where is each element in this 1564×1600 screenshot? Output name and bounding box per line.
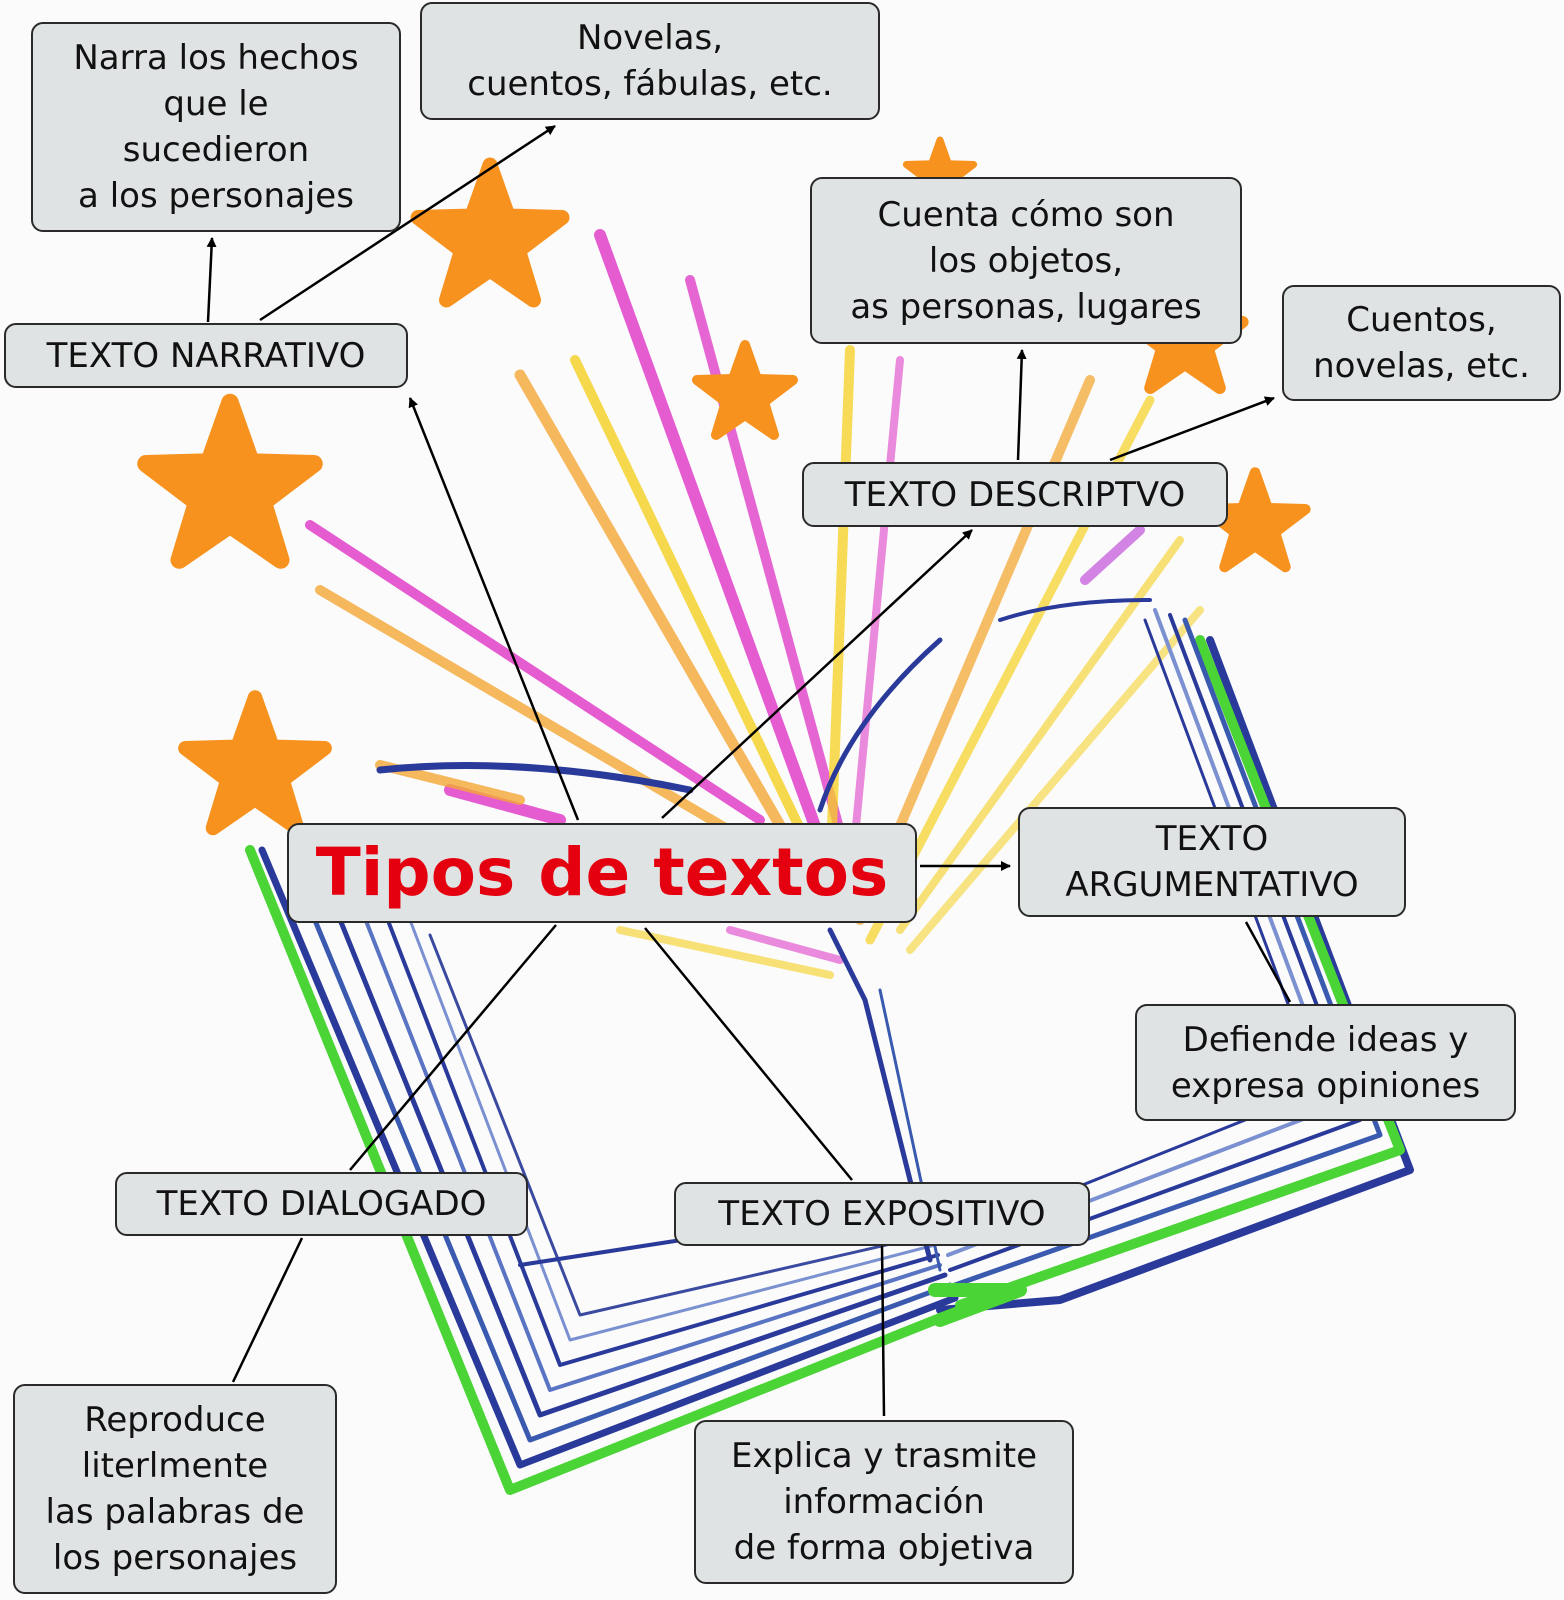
diagram-title: Tipos de textos — [287, 823, 917, 923]
node-narrativo-definition: Narra los hechos que le sucedieron a los… — [31, 22, 401, 232]
node-descriptivo-examples: Cuentos, novelas, etc. — [1282, 285, 1561, 401]
arrow-to-descriptivo — [661, 529, 973, 819]
node-texto-descriptivo: TEXTO DESCRIPTVO — [802, 462, 1228, 527]
node-argumentativo-definition: Defiende ideas y expresa opiniones — [1135, 1004, 1516, 1121]
line-to-expositivo — [644, 927, 853, 1181]
star-icon — [178, 690, 332, 836]
node-texto-narrativo: TEXTO NARRATIVO — [4, 323, 408, 388]
node-texto-dialogado: TEXTO DIALOGADO — [115, 1172, 528, 1236]
line-expositivo-def — [880, 1245, 886, 1417]
node-expositivo-definition: Explica y trasmite información de forma … — [694, 1420, 1074, 1584]
star-icon — [137, 393, 323, 569]
node-narrativo-examples: Novelas, cuentos, fábulas, etc. — [420, 2, 880, 120]
node-texto-argumentativo: TEXTO ARGUMENTATIVO — [1018, 807, 1406, 917]
line-argumentativo-def — [1244, 921, 1292, 1003]
arrow-narrativo-ex — [259, 124, 556, 322]
line-to-dialogado — [349, 924, 557, 1171]
node-descriptivo-definition: Cuenta cómo son los objetos, as personas… — [810, 177, 1242, 344]
rays — [305, 229, 1204, 979]
arrow-narrativo-def — [206, 237, 217, 323]
node-texto-expositivo: TEXTO EXPOSITIVO — [674, 1182, 1090, 1246]
arrow-descriptivo-ex — [1109, 396, 1275, 462]
arrow-descriptivo-def — [1016, 349, 1027, 461]
line-dialogado-def — [231, 1237, 304, 1383]
arrow-to-narrativo — [408, 397, 580, 821]
star-icon — [410, 157, 570, 308]
node-dialogado-definition: Reproduce literlmente las palabras de lo… — [13, 1384, 337, 1594]
star-icon — [692, 340, 798, 440]
